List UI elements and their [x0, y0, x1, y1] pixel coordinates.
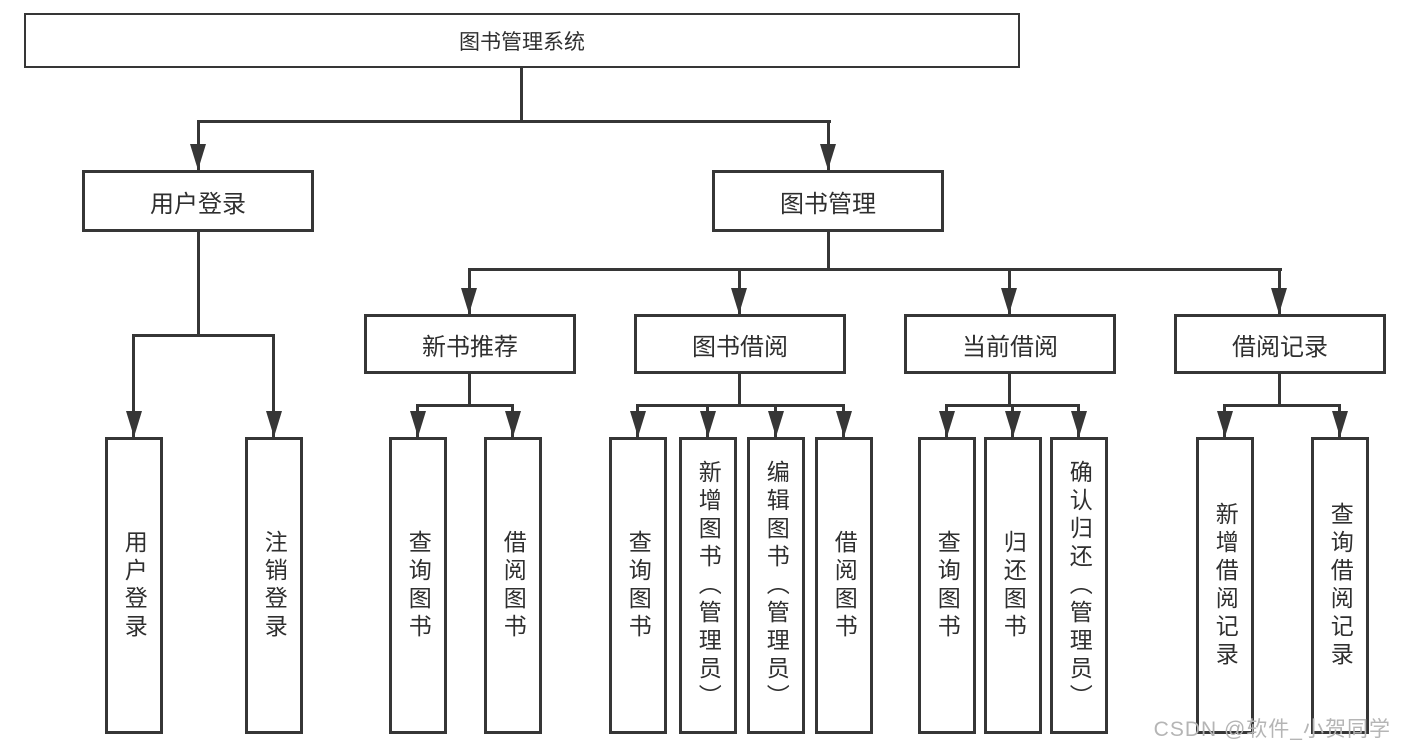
leaf-label: 查询图书 [405, 529, 432, 642]
connector-line [197, 120, 831, 123]
arrow-down-icon [1001, 288, 1017, 314]
leaf-label: 借阅图书 [831, 529, 858, 642]
connector-line [272, 334, 275, 437]
leaf-label: 归还图书 [1000, 529, 1027, 642]
connector-line [197, 230, 200, 336]
arrow-down-icon [700, 411, 716, 437]
arrow-down-icon [768, 411, 784, 437]
leaf-label: 查询借阅记录 [1327, 501, 1354, 670]
node-book-borrow: 图书借阅 [634, 314, 846, 374]
leaf-label: 新增图书（管理员） [695, 459, 722, 712]
leaf-label: 编辑图书（管理员） [763, 459, 790, 712]
leaf-borrow-books: 借阅图书 [815, 437, 873, 734]
arrow-down-icon [410, 411, 426, 437]
leaf-return-books: 归还图书 [984, 437, 1042, 734]
leaf-logout: 注销登录 [245, 437, 303, 734]
arrow-down-icon [836, 411, 852, 437]
connector-line [132, 334, 275, 337]
arrow-down-icon [1005, 411, 1021, 437]
connector-line [468, 268, 1282, 271]
connector-line [132, 334, 135, 437]
csdn-watermark: CSDN @软件_小贺同学 [1153, 718, 1391, 741]
leaf-user-login: 用户登录 [105, 437, 163, 734]
leaf-edit-books-admin: 编辑图书（管理员） [747, 437, 805, 734]
connector-line [738, 372, 741, 406]
connector-line [1278, 372, 1281, 406]
arrow-down-icon [266, 411, 282, 437]
connector-line [1223, 404, 1341, 407]
leaf-add-books-admin: 新增图书（管理员） [679, 437, 737, 734]
leaf-label: 借阅图书 [500, 529, 527, 642]
arrow-down-icon [1332, 411, 1348, 437]
arrow-down-icon [1071, 411, 1087, 437]
arrow-down-icon [630, 411, 646, 437]
leaf-query-books-borrow: 查询图书 [609, 437, 667, 734]
leaf-label: 用户登录 [121, 529, 148, 642]
connector-line [468, 372, 471, 406]
arrow-down-icon [1271, 288, 1287, 314]
leaf-query-borrow-record: 查询借阅记录 [1311, 437, 1369, 734]
connector-line [416, 404, 514, 407]
node-user-login: 用户登录 [82, 170, 314, 232]
connector-line [1008, 372, 1011, 406]
arrow-down-icon [190, 144, 206, 170]
arrow-down-icon [1217, 411, 1233, 437]
leaf-borrow-books-recommend: 借阅图书 [484, 437, 542, 734]
connector-line [827, 230, 830, 270]
node-borrow-records: 借阅记录 [1174, 314, 1386, 374]
arrow-down-icon [126, 411, 142, 437]
leaf-query-books-current: 查询图书 [918, 437, 976, 734]
node-root-system: 图书管理系统 [24, 13, 1020, 68]
leaf-query-books-recommend: 查询图书 [389, 437, 447, 734]
leaf-label: 确认归还（管理员） [1066, 459, 1093, 712]
arrow-down-icon [461, 288, 477, 314]
leaf-label: 查询图书 [625, 529, 652, 642]
leaf-confirm-return-admin: 确认归还（管理员） [1050, 437, 1108, 734]
arrow-down-icon [505, 411, 521, 437]
node-new-book-recommend: 新书推荐 [364, 314, 576, 374]
arrow-down-icon [939, 411, 955, 437]
node-book-management: 图书管理 [712, 170, 944, 232]
leaf-label: 注销登录 [261, 529, 288, 642]
leaf-add-borrow-record: 新增借阅记录 [1196, 437, 1254, 734]
leaf-label: 查询图书 [934, 529, 961, 642]
node-current-borrow: 当前借阅 [904, 314, 1116, 374]
arrow-down-icon [731, 288, 747, 314]
connector-line [636, 404, 845, 407]
leaf-label: 新增借阅记录 [1212, 501, 1239, 670]
connector-line [520, 67, 523, 120]
arrow-down-icon [820, 144, 836, 170]
